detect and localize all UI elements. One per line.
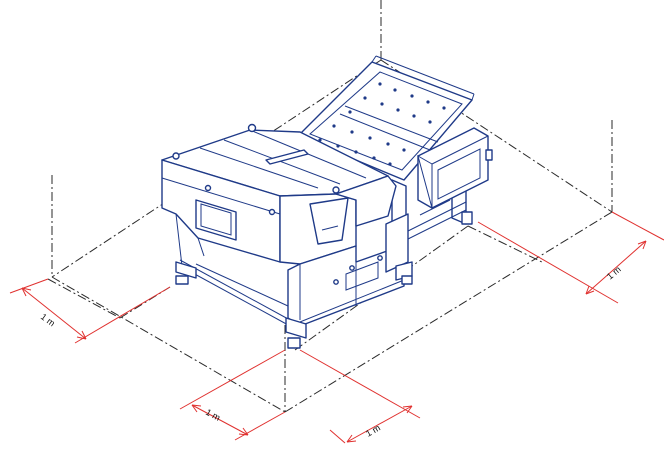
- dimension-left-side: 1 m: [9, 278, 171, 344]
- dimension-front-right: 1 m: [299, 349, 421, 444]
- dimension-label-front-left: 1 m: [204, 407, 222, 423]
- dimension-right-side: 1 m: [477, 211, 664, 304]
- control-cabinet: [417, 127, 493, 209]
- dimension-label-front-right: 1 m: [364, 423, 382, 439]
- dimension-front-left: 1 m: [179, 349, 286, 441]
- sorter-machine: [161, 55, 493, 349]
- feeder-holes: [318, 82, 446, 166]
- dimension-label-right-side: 1 m: [605, 264, 623, 281]
